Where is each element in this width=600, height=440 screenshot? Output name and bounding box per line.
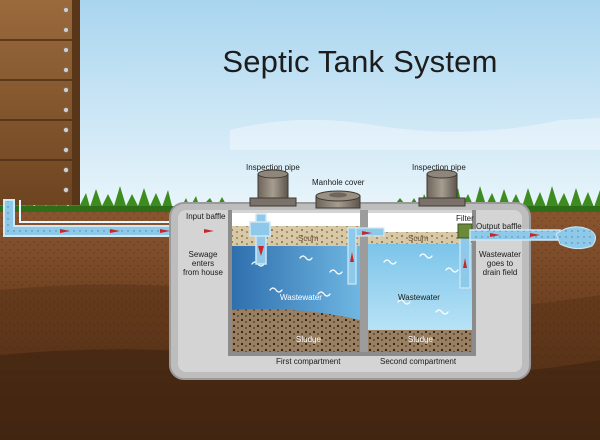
label-inspection-pipe-right: Inspection pipe [412, 163, 466, 172]
label-wastewater-exit: Wastewater goes to drain field [479, 250, 521, 278]
flow-arrow-icon [60, 229, 540, 268]
house-wall-icon [0, 0, 80, 205]
page-title: Septic Tank System [222, 44, 498, 79]
first-compartment-contents [232, 226, 360, 352]
sky [0, 0, 600, 210]
label-input-baffle: Input baffle [186, 212, 226, 221]
label-manhole-cover: Manhole cover [312, 178, 365, 187]
label-scum-right: Scum [408, 234, 429, 243]
label-scum-left: Scum [298, 234, 319, 243]
inspection-pipe-icon [249, 169, 297, 207]
manhole-cover-icon [315, 190, 361, 209]
label-wastewater-left: Wastewater [280, 293, 322, 302]
inspection-pipe-icon [418, 169, 466, 207]
label-sewage-enters: Sewage enters from house [182, 250, 224, 278]
baffle-icon [249, 213, 271, 265]
label-first-compartment: First compartment [276, 357, 341, 366]
label-filter: Filter [456, 214, 474, 223]
label-inspection-pipe-left: Inspection pipe [246, 163, 300, 172]
label-sludge-left: Sludge [296, 335, 321, 344]
cloud [230, 118, 600, 150]
outlet-baffle [457, 223, 596, 289]
label-sludge-right: Sludge [408, 335, 433, 344]
label-wastewater-right: Wastewater [398, 293, 440, 302]
second-compartment-contents [368, 232, 472, 352]
label-output-baffle: Output baffle [476, 222, 522, 231]
label-second-compartment: Second compartment [380, 357, 457, 366]
